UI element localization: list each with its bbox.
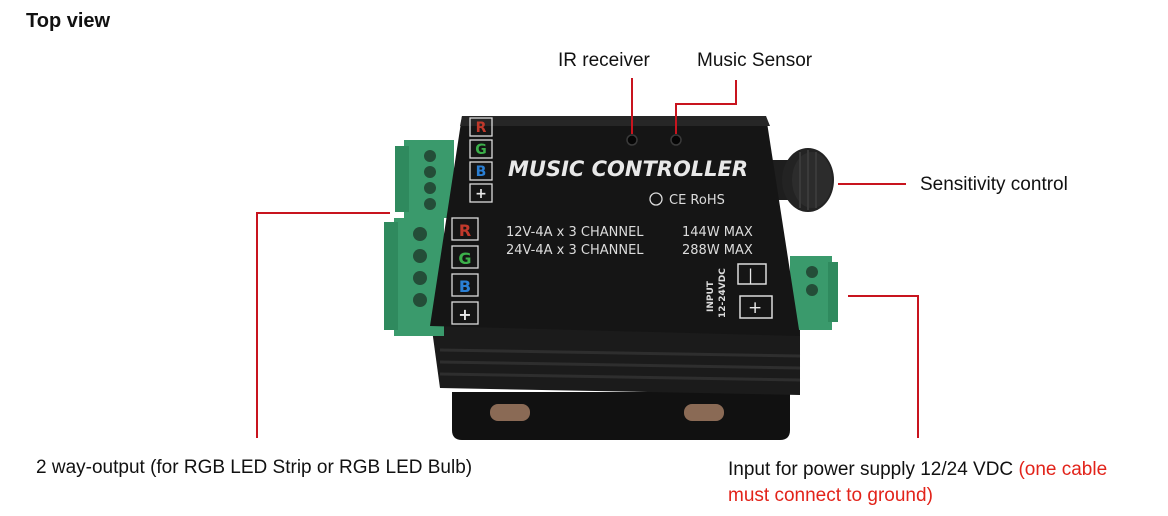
channel-label: G	[458, 249, 471, 268]
cert-marks: CE RoHS	[669, 193, 725, 208]
channel-box-g	[469, 139, 493, 159]
output-terminal-block-bottom	[384, 218, 444, 336]
channel-box-r	[469, 117, 493, 137]
input-plus-label: +	[748, 298, 762, 318]
channel-box-b	[451, 273, 479, 297]
spec-12v-max: 144W MAX	[682, 225, 753, 240]
channel-labels-bottom: RGB +	[451, 217, 479, 325]
channel-label: +	[475, 186, 487, 202]
input-voltage-label: 12-24VDC	[718, 268, 728, 318]
music-sensor-hole	[670, 134, 682, 146]
device-top-face	[430, 116, 800, 336]
page-title: Top view	[26, 10, 111, 32]
music-sensor-label: Music Sensor	[697, 50, 813, 71]
channel-label: +	[458, 305, 471, 324]
input-leader	[848, 295, 919, 438]
leader-lines	[256, 78, 919, 438]
device-name: MUSIC CONTROLLER	[508, 157, 748, 181]
fcc-mark-icon	[649, 192, 663, 206]
output-terminal-block-top	[395, 140, 454, 218]
channel-labels-top: RGB +	[469, 117, 493, 203]
ir-receiver-label: IR receiver	[558, 50, 650, 71]
spec-24v-max: 288W MAX	[682, 243, 753, 258]
input-plus-box	[739, 295, 773, 319]
input-label: INPUT	[706, 280, 716, 312]
input-ground-note-2: must connect to ground)	[728, 485, 933, 506]
channel-box-plus	[469, 183, 493, 203]
channel-label: R	[459, 221, 471, 240]
channel-label: B	[459, 277, 471, 296]
channel-box-plus	[451, 301, 479, 325]
output-leader	[256, 212, 390, 438]
input-minus-box	[737, 263, 767, 285]
input-ground-note-1: (one cable	[1018, 459, 1108, 480]
mounting-bracket	[452, 392, 790, 440]
output-label: 2 way-output (for RGB LED Strip or RGB L…	[36, 457, 473, 478]
input-power-main: Input for power supply 12/24 VDC	[728, 459, 1019, 480]
channel-box-b	[469, 161, 493, 181]
channel-label: R	[476, 120, 487, 136]
spec-24v: 24V-4A x 3 CHANNEL	[506, 243, 644, 258]
channel-box-g	[451, 245, 479, 269]
spec-12v: 12V-4A x 3 CHANNEL	[506, 225, 644, 240]
channel-box-r	[451, 217, 479, 241]
sensitivity-knob	[770, 148, 834, 212]
ir-receiver-hole	[626, 134, 638, 146]
channel-label: G	[475, 142, 487, 158]
music-sensor-leader	[675, 80, 737, 134]
input-power-label: Input for power supply 12/24 VDC (one ca…	[728, 457, 1107, 509]
heatsink-body	[430, 315, 801, 395]
channel-label: B	[476, 164, 487, 180]
sensitivity-control-label: Sensitivity control	[920, 174, 1068, 195]
input-minus-label: |	[748, 266, 753, 284]
